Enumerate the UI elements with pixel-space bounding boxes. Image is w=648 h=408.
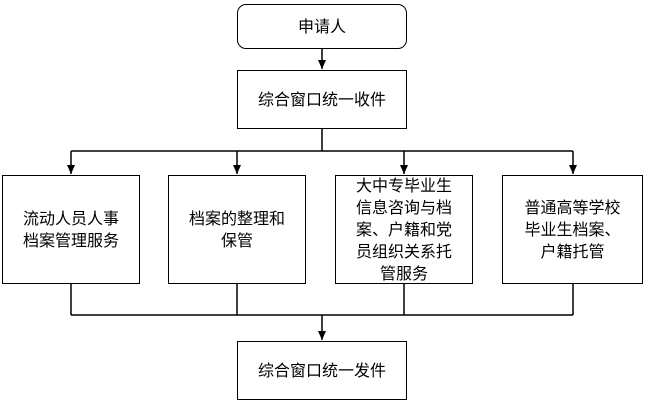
service-node-3: 大中专毕业生 信息咨询与档 案、户籍和党 员组织关系托 管服务 [335,175,473,284]
receive-node: 综合窗口统一收件 [237,70,407,129]
service-node-1: 流动人员人事 档案管理服务 [2,175,140,284]
service-label-1: 流动人员人事 档案管理服务 [22,208,119,250]
service-node-4: 普通高等学校 毕业生档案、 户籍托管 [502,175,643,284]
service-node-2: 档案的整理和 保管 [168,175,306,284]
service-label-2: 档案的整理和 保管 [188,208,285,250]
receive-label: 综合窗口统一收件 [257,89,386,109]
dispatch-label: 综合窗口统一发件 [257,360,386,380]
applicant-node: 申请人 [237,4,407,49]
dispatch-node: 综合窗口统一发件 [237,341,407,400]
service-label-4: 普通高等学校 毕业生档案、 户籍托管 [524,197,621,261]
service-label-3: 大中专毕业生 信息咨询与档 案、户籍和党 员组织关系托 管服务 [355,175,452,283]
applicant-label: 申请人 [297,16,346,36]
